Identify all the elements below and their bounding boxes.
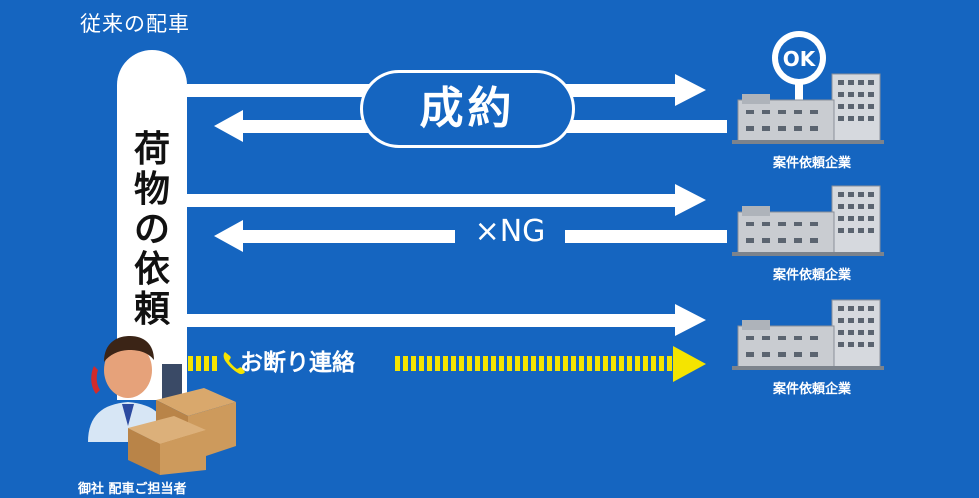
pillar-char: 頼 [133,289,170,330]
dash-segment [483,356,488,371]
contact-label: 御社 配車ご担当者 [78,482,187,497]
arrow-right-3 [187,304,706,336]
building-icon [732,185,884,256]
dash-segment [411,356,416,371]
pillar-char: 依 [133,249,170,290]
dash-segment [451,356,456,371]
building-icon [732,73,884,144]
dash-group-right [395,356,672,371]
dash-segment [443,356,448,371]
dash-segment [571,356,576,371]
dash-segment [555,356,560,371]
dash-segment [467,356,472,371]
dash-segment [651,356,656,371]
company-label: 案件依頼企業 [772,156,851,171]
dash-segment [563,356,568,371]
dash-segment [635,356,640,371]
dash-segment [619,356,624,371]
phone-icon [223,352,245,375]
pillar-char: の [133,209,170,250]
company-label: 案件依頼企業 [772,268,851,283]
dashed-arrow [188,346,706,382]
building-icon [732,299,884,370]
pillar-char: 荷 [133,129,170,170]
dash-segment [539,356,544,371]
dash-segment [627,356,632,371]
dash-segment [595,356,600,371]
dash-segment [507,356,512,371]
pillar-text: 荷 物 の 依 頼 [117,130,187,330]
dash-segment [435,356,440,371]
dash-segment [659,356,664,371]
dash-segment [587,356,592,371]
dash-segment [515,356,520,371]
dash-segment [459,356,464,371]
dash-segment [499,356,504,371]
cardboard-box-icon [128,388,236,475]
dash-segment [475,356,480,371]
operator-illustration [88,336,236,475]
company-label: 案件依頼企業 [772,382,851,397]
dash-segment [643,356,648,371]
ok-pin-icon: OK [772,31,826,108]
call-label: お断り連絡 [240,350,355,376]
dash-segment [403,356,408,371]
dash-segment [667,356,672,371]
pillar-char: 物 [133,169,170,210]
dash-segment [523,356,528,371]
dash-segment [579,356,584,371]
dash-group-left [188,356,217,371]
arrow-right-2 [187,184,706,216]
dash-segment [419,356,424,371]
ng-label: ×NG [455,214,565,249]
dash-segment [611,356,616,371]
dash-segment [427,356,432,371]
dash-segment [547,356,552,371]
dash-segment [491,356,496,371]
dash-segment [531,356,536,371]
dash-segment [603,356,608,371]
ok-text: OK [783,47,817,71]
dash-segment [395,356,400,371]
seiyaku-badge: 成約 [360,70,575,148]
diagram-title: 従来の配車 [80,12,190,36]
